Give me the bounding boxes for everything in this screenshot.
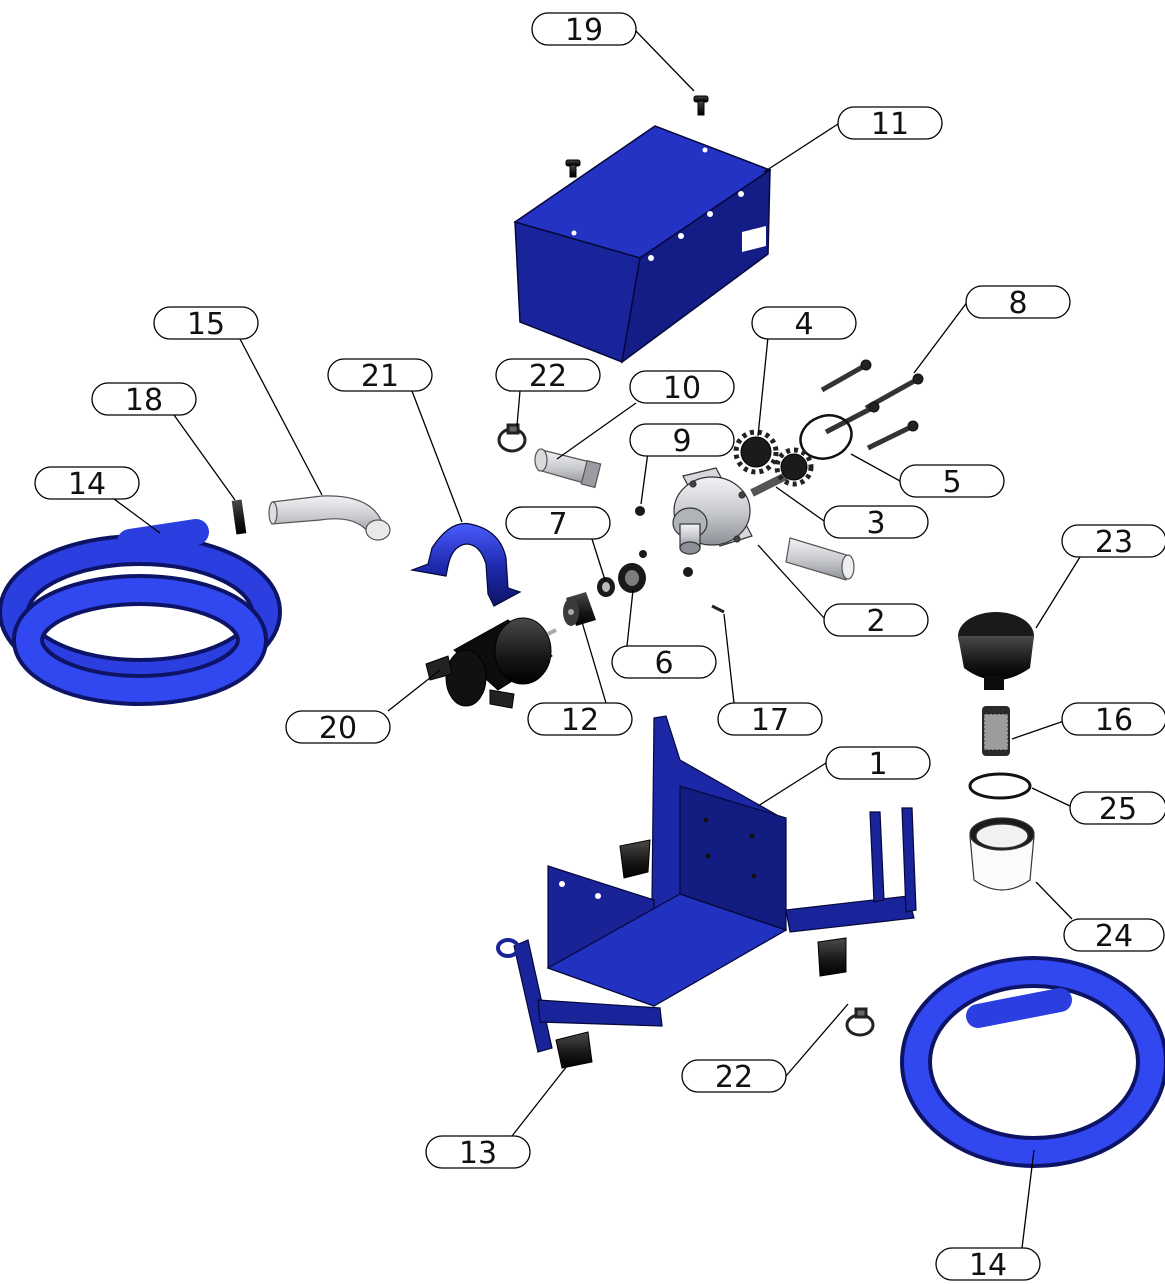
balloon-3-label: 3 <box>866 506 885 541</box>
balloon-18: 18 <box>91 382 197 418</box>
part-11-cover <box>513 125 772 364</box>
balloon-4-label: 4 <box>794 307 813 342</box>
balloon-14: 14 <box>935 1247 1041 1283</box>
balloon-7-label: 7 <box>548 507 567 542</box>
balloon-20-label: 20 <box>319 711 357 746</box>
balloon-6-label: 6 <box>654 646 673 681</box>
balloon-11-label: 11 <box>871 107 909 142</box>
balloon-7: 7 <box>505 506 611 542</box>
part-8-bolts <box>820 359 924 451</box>
balloon-21-label: 21 <box>361 359 399 394</box>
balloon-12-label: 12 <box>561 703 599 738</box>
balloon-12: 12 <box>527 702 633 738</box>
balloon-17-label: 17 <box>751 703 789 738</box>
balloon-14-label: 14 <box>969 1248 1007 1283</box>
balloon-11: 11 <box>837 106 943 142</box>
part-14-hose-coil <box>900 956 1165 1168</box>
part-12-coupler <box>563 592 596 626</box>
balloon-2-label: 2 <box>866 604 885 639</box>
balloon-10: 10 <box>629 370 735 406</box>
part-9-nut <box>635 506 645 516</box>
balloon-22-label: 22 <box>715 1060 753 1095</box>
balloon-13-label: 13 <box>459 1136 497 1171</box>
part-nut <box>639 550 647 558</box>
balloon-24: 24 <box>1063 918 1165 954</box>
balloon-16: 16 <box>1061 702 1165 738</box>
balloon-25: 25 <box>1069 791 1165 827</box>
balloon-24-label: 24 <box>1095 919 1133 954</box>
part-23-filter-cap <box>958 612 1034 690</box>
part-16-strainer <box>982 706 1010 756</box>
balloon-22-label: 22 <box>529 359 567 394</box>
balloon-18-label: 18 <box>125 383 163 418</box>
part-21-saddle-bracket <box>409 522 522 607</box>
balloon-22: 22 <box>495 358 601 394</box>
balloon-3: 3 <box>823 505 929 541</box>
balloon-8: 8 <box>965 285 1071 321</box>
part-2-pump-body <box>672 467 753 555</box>
balloon-17: 17 <box>717 702 823 738</box>
balloon-8-label: 8 <box>1008 286 1027 321</box>
balloon-2: 2 <box>823 603 929 639</box>
balloon-22: 22 <box>681 1059 787 1095</box>
balloon-14: 14 <box>34 466 140 502</box>
part-14-hose-coil <box>0 519 282 706</box>
part-24-cup <box>969 817 1035 891</box>
part-25-gasket <box>968 772 1032 800</box>
balloon-9-label: 9 <box>672 424 691 459</box>
balloon-5: 5 <box>899 464 1005 500</box>
balloon-21: 21 <box>327 358 433 394</box>
part-13-clip <box>555 839 847 1069</box>
balloon-13: 13 <box>425 1135 531 1171</box>
part-19-screw <box>565 95 709 178</box>
balloon-15: 15 <box>153 306 259 342</box>
balloon-16-label: 16 <box>1095 703 1133 738</box>
part-17-key <box>711 604 725 614</box>
balloon-20: 20 <box>285 710 391 746</box>
balloon-14-label: 14 <box>68 467 106 502</box>
leader-lines <box>113 28 1081 1249</box>
part-4-gear <box>733 429 779 475</box>
balloon-1: 1 <box>825 746 931 782</box>
balloon-15-label: 15 <box>187 307 225 342</box>
balloon-4: 4 <box>751 306 857 342</box>
part-18-clip <box>231 499 247 535</box>
part-6-bearing <box>618 563 646 593</box>
balloon-6: 6 <box>611 645 717 681</box>
part-1-frame <box>496 715 917 1053</box>
balloon-25-label: 25 <box>1099 792 1137 827</box>
part-22-clamp <box>497 423 875 1037</box>
balloon-9: 9 <box>629 423 735 459</box>
balloon-5-label: 5 <box>942 465 961 500</box>
balloon-23: 23 <box>1061 524 1165 560</box>
balloon-19: 19 <box>531 12 637 48</box>
part-3-gear-shaft <box>750 447 814 497</box>
balloon-1-label: 1 <box>868 747 887 782</box>
part-5-o-ring <box>799 414 853 460</box>
part-20-motor <box>425 617 557 709</box>
part-10-tube <box>534 448 855 581</box>
balloon-10-label: 10 <box>663 371 701 406</box>
part-15-elbow-pipe <box>268 495 391 541</box>
part-7-seal <box>597 577 615 597</box>
balloon-23-label: 23 <box>1095 525 1133 560</box>
balloon-19-label: 19 <box>565 13 603 48</box>
part-nut <box>683 567 693 577</box>
